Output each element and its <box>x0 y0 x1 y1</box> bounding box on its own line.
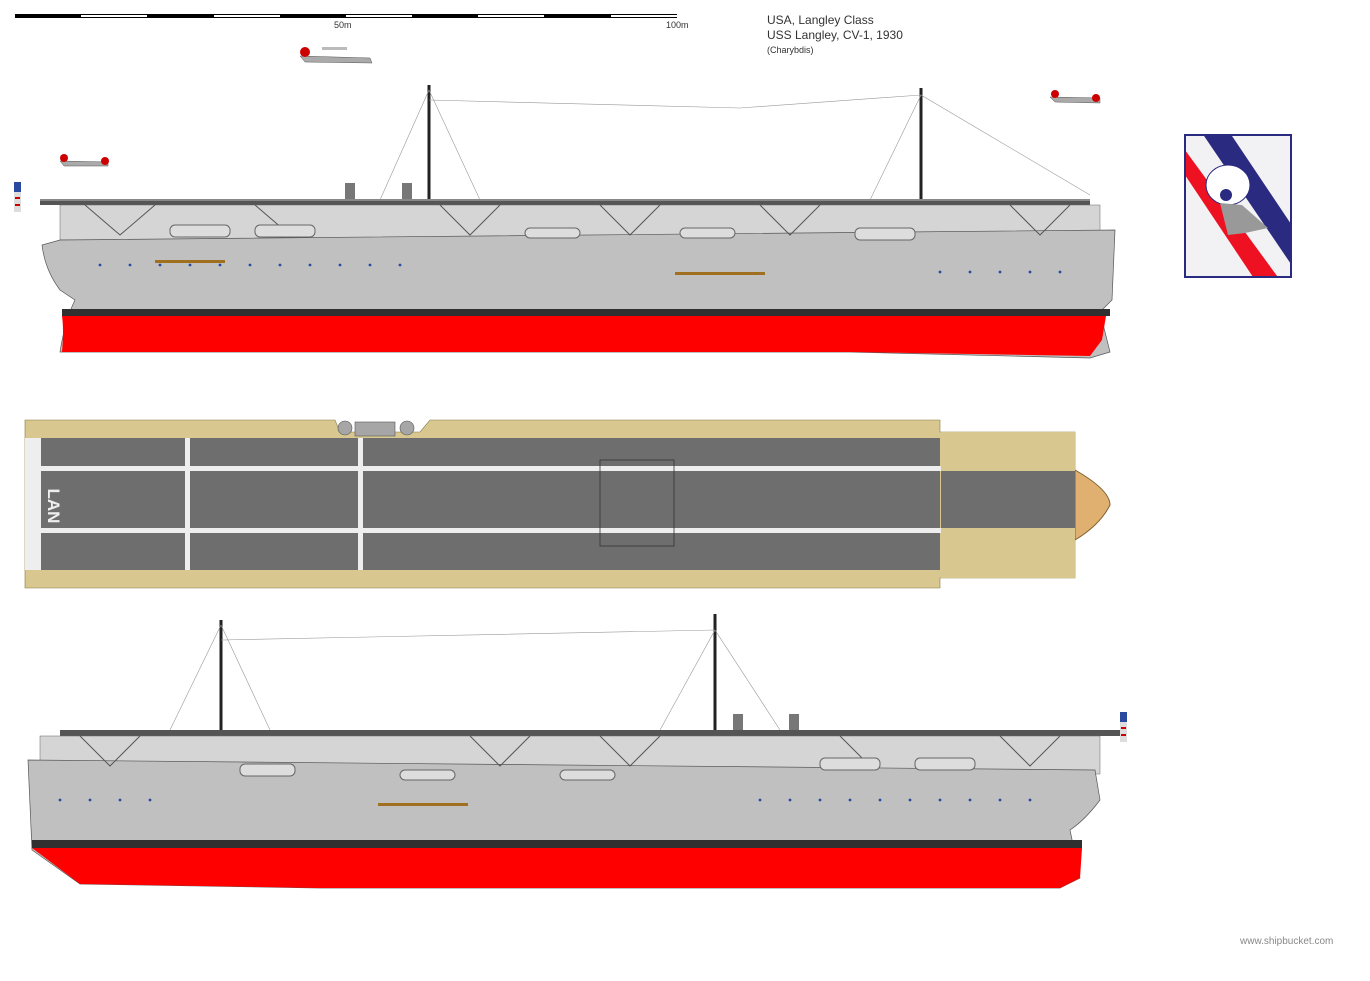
ship-profile-starboard <box>40 85 1116 359</box>
us-flag-icon <box>14 182 1127 742</box>
scale-label-100m: 100m <box>666 20 689 30</box>
deck-marking: LAN <box>44 488 63 524</box>
squadron-insignia <box>1184 134 1292 278</box>
watermark: www.shipbucket.com <box>1240 936 1334 947</box>
scale-label-50m: 50m <box>334 20 352 30</box>
ship-plan-view <box>24 419 1111 589</box>
title-class: USA, Langley Class <box>767 13 874 27</box>
biplane-icon <box>59 47 1101 167</box>
author-credit: (Charybdis) <box>767 45 814 55</box>
scale-bar <box>15 14 677 18</box>
title-ship: USS Langley, CV-1, 1930 <box>767 28 903 42</box>
ship-profile-port <box>27 614 1120 889</box>
